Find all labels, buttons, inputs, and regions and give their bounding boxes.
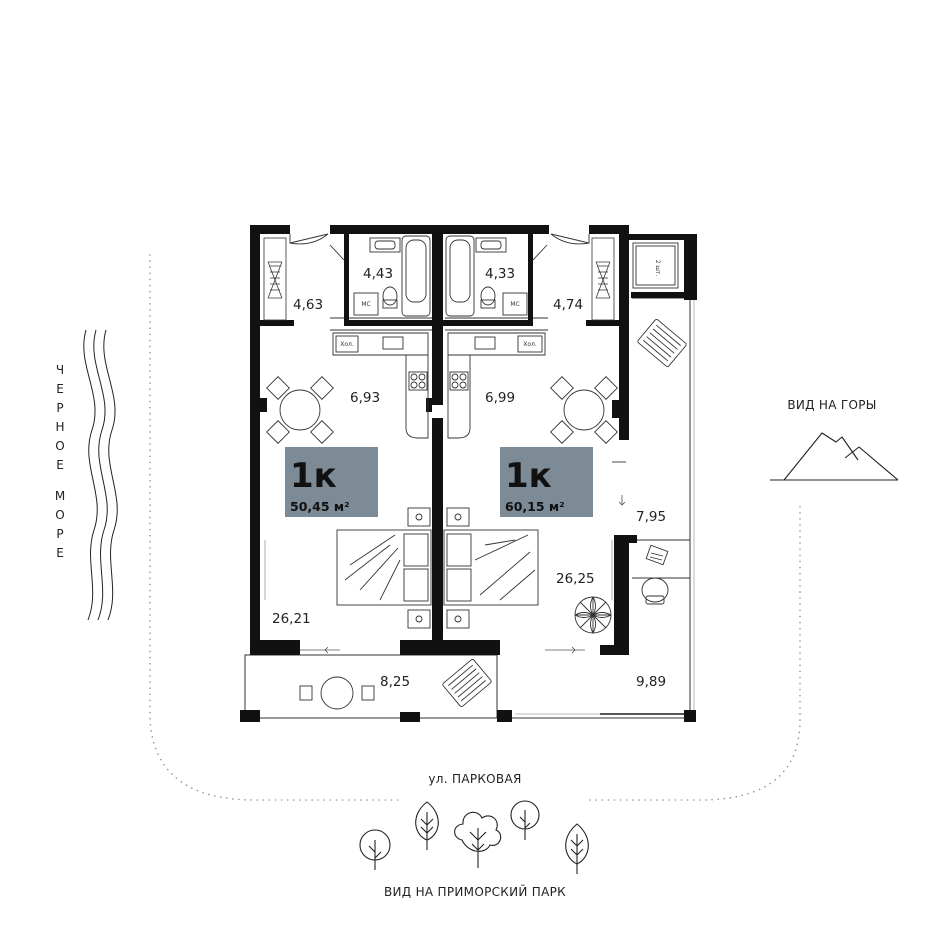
desk-icon (641, 544, 669, 605)
window-arrow (264, 495, 626, 654)
sea-letter: Е (56, 546, 64, 560)
sea-letter: Е (56, 382, 64, 396)
sea-letter: Е (56, 458, 64, 472)
plant-icon (574, 596, 612, 634)
sea-letter: М (55, 489, 65, 503)
apartment-label-left: 1к 50,45 м² (285, 447, 378, 517)
apartment-badge (500, 447, 593, 517)
storage-label: 2 шт. (654, 260, 661, 277)
storage-box (632, 242, 679, 289)
wardrobe (263, 237, 615, 321)
bathtub-icon (369, 235, 507, 317)
apartment-area: 60,15 м² (505, 499, 565, 514)
toilet-icon (353, 286, 528, 316)
room-area: 4,74 (553, 297, 583, 313)
sea-letter: Р (56, 527, 63, 541)
room-area: 26,21 (272, 611, 311, 627)
sea-letter: О (55, 508, 64, 522)
bed-icon (336, 507, 539, 629)
kitchen-counter (332, 332, 546, 439)
room-area: 8,25 (380, 674, 410, 690)
dining-table-icon (266, 376, 618, 710)
mountains-label: ВИД НА ГОРЫ (787, 398, 876, 412)
room-area: 4,33 (485, 266, 515, 282)
wc-label: МС (361, 301, 370, 308)
room-area: 6,99 (485, 390, 515, 406)
apartment-label-right: 1к 60,15 м² (500, 447, 593, 517)
room-area: 4,63 (293, 297, 323, 313)
room-area: 26,25 (556, 571, 595, 587)
sea-letter: Ч (56, 363, 64, 377)
sun-lounger-icon (442, 319, 687, 707)
street-label: ул. ПАРКОВАЯ (428, 772, 521, 786)
room-area: 4,43 (363, 266, 393, 282)
wave-icon (83, 329, 118, 621)
tree-icon (359, 800, 589, 874)
door-swing (289, 233, 626, 463)
room-areas: 4,63 4,43 4,33 4,74 6,93 6,99 26,21 26,2… (272, 266, 666, 690)
wc-label: МС (510, 301, 519, 308)
mountain-icon (770, 432, 899, 481)
park-label: ВИД НА ПРИМОРСКИЙ ПАРК (384, 884, 566, 899)
site-boundary (149, 254, 801, 801)
room-area: 6,93 (350, 390, 380, 406)
apartment-rooms: 1к (290, 456, 337, 496)
apartment-badge (285, 447, 378, 517)
apartment-rooms: 1к (505, 456, 552, 496)
sea-label: Ч Е Р Н О Е М О Р Е (55, 363, 65, 560)
room-area: 7,95 (636, 509, 666, 525)
fridge-label: Хол. (340, 341, 354, 348)
room-area: 9,89 (636, 674, 666, 690)
sea-letter: Р (56, 401, 63, 415)
thick-walls (240, 225, 697, 722)
apartment-area: 50,45 м² (290, 499, 350, 514)
sea-letter: О (55, 439, 64, 453)
sea-letter: Н (55, 420, 64, 434)
fridge-label: Хол. (523, 341, 537, 348)
